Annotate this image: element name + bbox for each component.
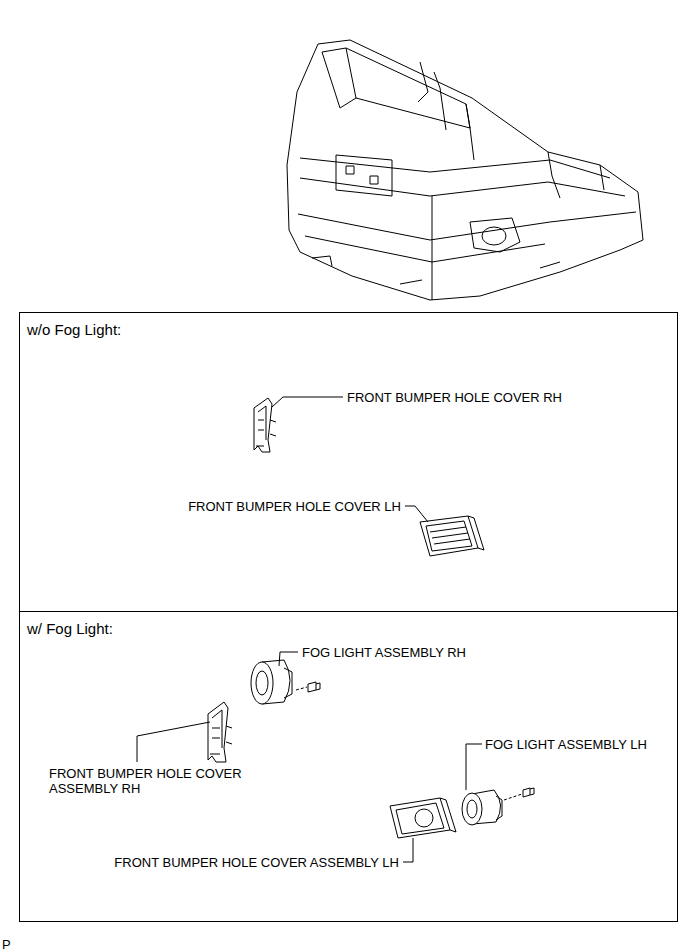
- fog-light-rh: [251, 660, 292, 704]
- panel-heading: w/o Fog Light:: [20, 313, 677, 338]
- part-name: FRONT BUMPER HOLE COVER ASSEMBLY RH: [49, 766, 264, 796]
- hole-cover-assembly-rh: [208, 702, 232, 762]
- variant-panel: w/o Fog Light:: [19, 312, 678, 612]
- leader-line: [272, 397, 343, 407]
- hole-cover-assembly-lh: [390, 798, 456, 838]
- panel-heading: w/ Fog Light:: [20, 612, 677, 637]
- part-name: FRONT BUMPER HOLE COVER ASSEMBLY LH: [114, 855, 399, 870]
- leader-line: [403, 838, 413, 862]
- hole-cover-lh: [420, 516, 484, 556]
- leader-line: [279, 652, 298, 666]
- part-name: FRONT BUMPER HOLE COVER LH: [188, 499, 401, 514]
- leader-line: [466, 744, 482, 790]
- front-bumper: [287, 40, 643, 300]
- sheet-mark: P: [2, 937, 11, 952]
- fog-light-lh: [462, 790, 502, 825]
- bolt: [523, 788, 534, 797]
- leader-line: [405, 506, 428, 522]
- part-name: FOG LIGHT ASSEMBLY LH: [485, 737, 647, 752]
- bolt: [308, 682, 320, 692]
- bolt-axis: [296, 687, 307, 690]
- part-name: FRONT BUMPER HOLE COVER RH: [347, 390, 562, 405]
- leader-line: [137, 722, 210, 762]
- part-name: FOG LIGHT ASSEMBLY RH: [302, 645, 466, 660]
- bolt-axis: [504, 794, 522, 800]
